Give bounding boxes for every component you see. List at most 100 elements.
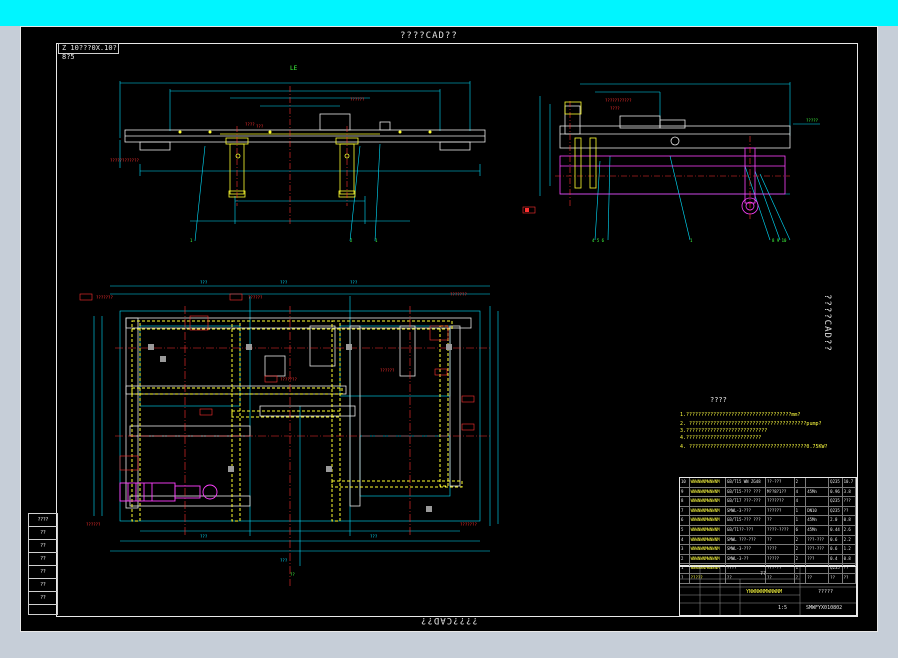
side-table-cell: ???? [29,514,57,527]
parts-table-cell: 8 [680,497,690,506]
title-block-company: ????? [818,589,834,595]
parts-table-cell: 6 [795,525,807,535]
parts-table-cell: 45Mn [806,487,830,497]
note-line: 4. ?????????????????????????????????????… [680,444,828,450]
parts-table-cell: 2 [795,478,807,487]
parts-table-cell: 1 [680,564,690,573]
parts-table-cell: ????? [690,573,726,583]
note-line: 4.????????????????????????? [680,435,762,441]
parts-table-cell: ?? [829,573,843,583]
parts-table-cell: Q235 [829,478,843,487]
outer-drawing-frame [20,26,878,632]
side-table-cell: ?? [29,540,57,553]
svg-text:??????: ?????? [86,522,101,527]
parts-table-cell: GB/T15 WN ZG48 [726,478,766,487]
svg-text:????: ???? [245,122,255,127]
parts-table-cell: ???-??? [806,535,830,545]
parts-table-cell: 0.8 [843,516,856,525]
parts-table-cell: WNWNWNMWNWNM [690,545,726,554]
svg-text:??????: ?????? [350,97,365,102]
svg-text:??: ?? [290,572,295,577]
parts-table-cell: 4 [795,497,807,506]
svg-text:???: ??? [200,534,208,539]
parts-table-cell: GB/T17 ???-??? [726,497,766,506]
note-line: 3.??????????????????????????? [680,428,768,434]
side-view-top-right: ??????????? ???? 4 5 6 1 8 9 10 ????? [522,82,820,243]
svg-text:2: 2 [350,238,353,243]
parts-table-cell: Q235 [829,564,843,573]
parts-table-cell: ?? [843,573,856,583]
svg-text:4 5 6: 4 5 6 [592,238,605,243]
side-table-cell: ?? [29,592,57,605]
svg-text:1: 1 [190,238,193,243]
parts-table-cell: ???-??? [806,545,830,554]
svg-text:???: ??? [256,124,264,129]
parts-table-cell: WNWNWNMWNWNM [690,506,726,516]
title-block: ?? YNWNWNMWNWNM ????? SMWFYX010802 1:5 [679,566,857,616]
parts-table-cell: 2.6 [843,525,856,535]
parts-table-cell: 2 [795,545,807,554]
parts-table-cell: ??-??? [766,478,795,487]
svg-text:???: ??? [200,280,208,285]
parts-table-cell [806,478,830,487]
parts-table-cell: 6 [680,516,690,525]
parts-table-cell [806,497,830,506]
motor-assembly [119,482,218,502]
parts-table-cell: 3 [680,545,690,554]
svg-text:???: ??? [350,280,358,285]
cad-drawing-canvas[interactable]: ????CAD?? ????CAD?? ????CAD?? Z 10???0X.… [20,26,878,632]
parts-table-cell: Q235 [829,497,843,506]
parts-table-cell: ? [680,573,690,583]
parts-table-cell: ?? [843,506,856,516]
parts-table-cell: ? [795,573,807,583]
parts-table-cell: 1 [795,516,807,525]
parts-table-cell: SMWL-3-?? [726,554,766,564]
revision-side-table: ???? ?? ?? ?? ?? ?? ?? [28,513,58,615]
svg-text:???: ??? [280,558,288,563]
svg-text:???: ??? [280,280,288,285]
parts-table-cell: 2 [680,554,690,564]
parts-table-cell: WNWNWNMWNWNM [690,525,726,535]
svg-text:8 9 10: 8 9 10 [772,238,787,243]
parts-table-cell: ???? [766,545,795,554]
parts-table-cell: GB/T15-??? ??? [726,487,766,497]
parts-table-cell: 0.44 [829,525,843,535]
svg-text:1: 1 [375,238,378,243]
parts-table-cell: ?? [766,516,795,525]
plan-view-bottom-left: ??????? ?????? ??????? ?????? ??????? ??… [79,280,499,586]
svg-text:???????: ??????? [96,295,113,300]
side-table-cell: ?? [29,553,57,566]
svg-text:??????: ?????? [380,368,395,373]
parts-table-cell: GB/T1??-??? [726,525,766,535]
parts-table-cell: 9 [680,487,690,497]
parts-table-cell: 1.2 [843,545,856,554]
parts-table-cell: WNWNWNMWNWNM [690,478,726,487]
parts-table-cell: ???-?? [766,564,795,573]
parts-table-cell: 0.4 [829,554,843,564]
parts-table-cell: GB/T15-??? ??? [726,516,766,525]
parts-table-cell: ??????? [766,497,795,506]
note-line: 1.???????????????????????????????????mm? [680,412,801,418]
title-block-name: ?? [760,571,767,577]
parts-table-cell: 4 [795,487,807,497]
parts-table-cell: WNWNWNMWNWNM [690,497,726,506]
svg-text:???????????: ??????????? [605,98,632,103]
parts-table-cell: 10.7 [843,478,856,487]
parts-table-cell: WNWNWNMWNWNM [690,564,726,573]
title-block-drawing-number: SMWFYX010802 [806,605,843,611]
svg-text:???: ??? [370,534,378,539]
side-table-cell: ?? [29,566,57,579]
parts-table-cell: SMWL-3-??? [726,506,766,516]
svg-text:?????: ????? [806,118,819,123]
parts-table-cell: 2.2 [843,535,856,545]
parts-table-cell: 7 [680,506,690,516]
